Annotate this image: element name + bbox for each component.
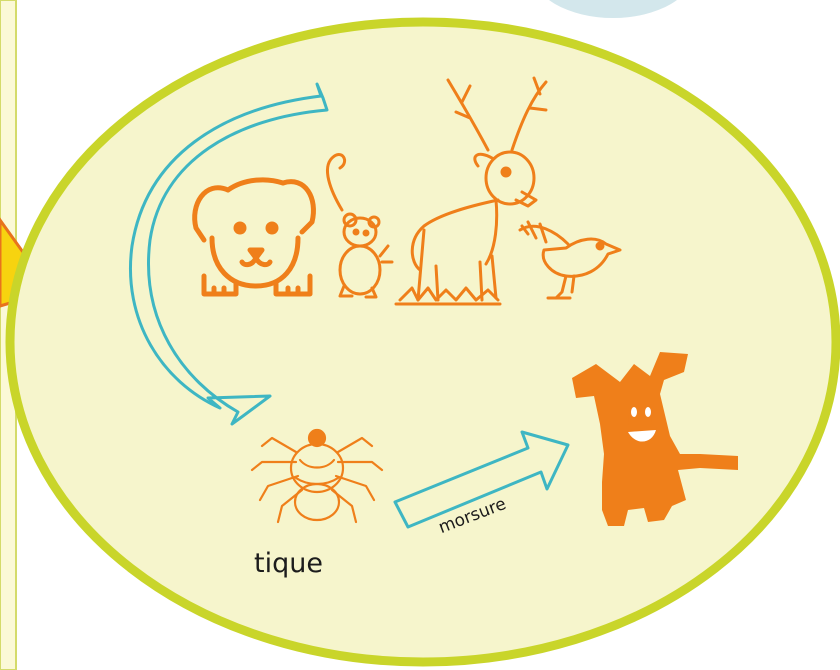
tick-label: tique: [254, 548, 323, 579]
deer-icon: [394, 76, 548, 306]
top-decorative-circle: [549, 0, 677, 18]
bird-icon: [518, 220, 622, 300]
dog-icon: [192, 177, 316, 297]
curved-arrow: [129, 82, 329, 426]
cycle-ellipse: [5, 17, 840, 667]
bite-arrow: [393, 430, 570, 529]
tick-icon: [250, 428, 384, 524]
person-icon: [572, 352, 738, 526]
mouse-icon: [326, 153, 394, 299]
